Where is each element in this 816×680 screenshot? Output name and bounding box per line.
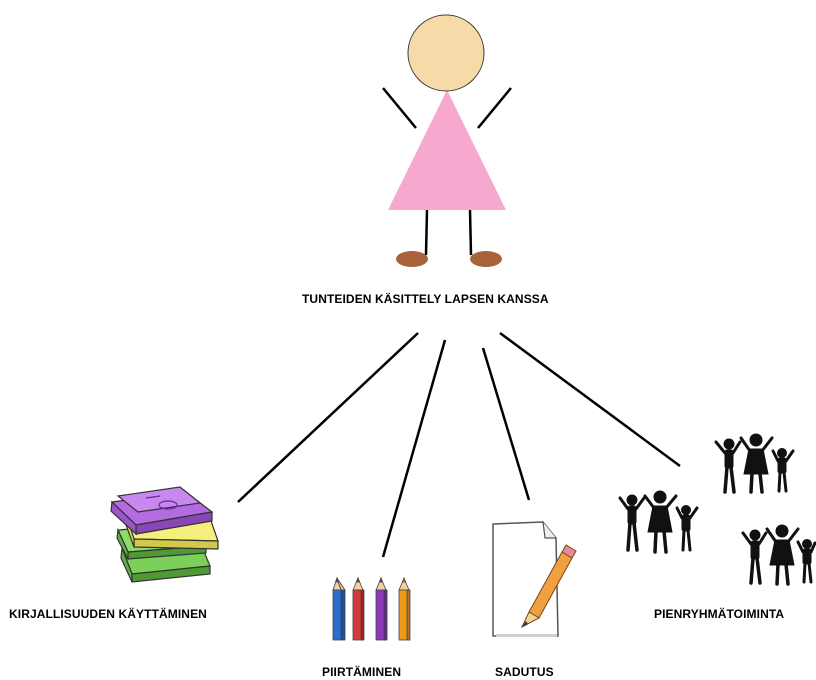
center-topic-label: TUNTEIDEN KÄSITTELY LAPSEN KANSSA: [302, 292, 549, 306]
connector-line-drawing: [381, 339, 447, 558]
books-stack-icon: [110, 486, 219, 583]
branch-label-storycrafting: SADUTUS: [495, 665, 554, 679]
branch-label-small-group: PIENRYHMÄTOIMINTA: [654, 607, 785, 621]
connector-line-books: [237, 332, 419, 503]
branch-label-literature: KIRJALLISUUDEN KÄYTTÄMINEN: [9, 607, 207, 621]
connector-line-story: [481, 347, 531, 501]
children-group-icon: [618, 433, 816, 586]
branch-label-drawing: PIIRTÄMINEN: [322, 665, 402, 679]
child-figure-icon: [382, 14, 512, 267]
connector-lines: [237, 331, 681, 558]
connector-line-group: [499, 331, 681, 468]
colored-pencils-icon: [332, 576, 411, 641]
paper-and-pencil-icon: [492, 521, 577, 637]
